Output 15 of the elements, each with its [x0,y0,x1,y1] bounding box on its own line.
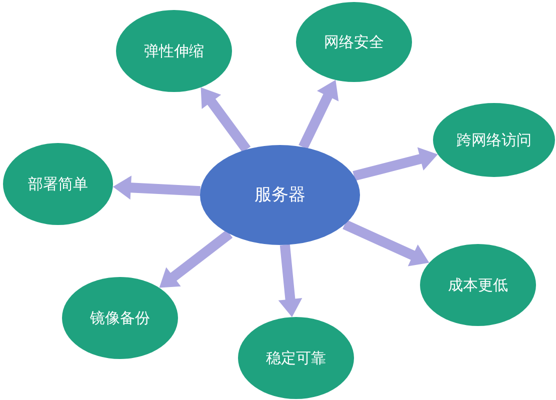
arrow [342,220,430,266]
central-ellipse: 服务器 [200,145,360,245]
arrow [278,244,302,318]
ellipse-node: 镜像备份 [62,277,178,359]
arrow [200,87,251,152]
arrow [352,147,438,181]
arrow [298,80,339,150]
arrow [112,176,200,200]
arrow [159,230,233,288]
ellipse-node: 部署简单 [3,143,113,225]
ellipse-node: 稳定可靠 [238,317,354,399]
ellipse-node: 网络安全 [296,2,412,82]
ellipse-node: 弹性伸缩 [116,10,232,92]
ellipse-node: 成本更低 [420,244,536,326]
ellipse-node: 跨网络访问 [433,103,555,177]
